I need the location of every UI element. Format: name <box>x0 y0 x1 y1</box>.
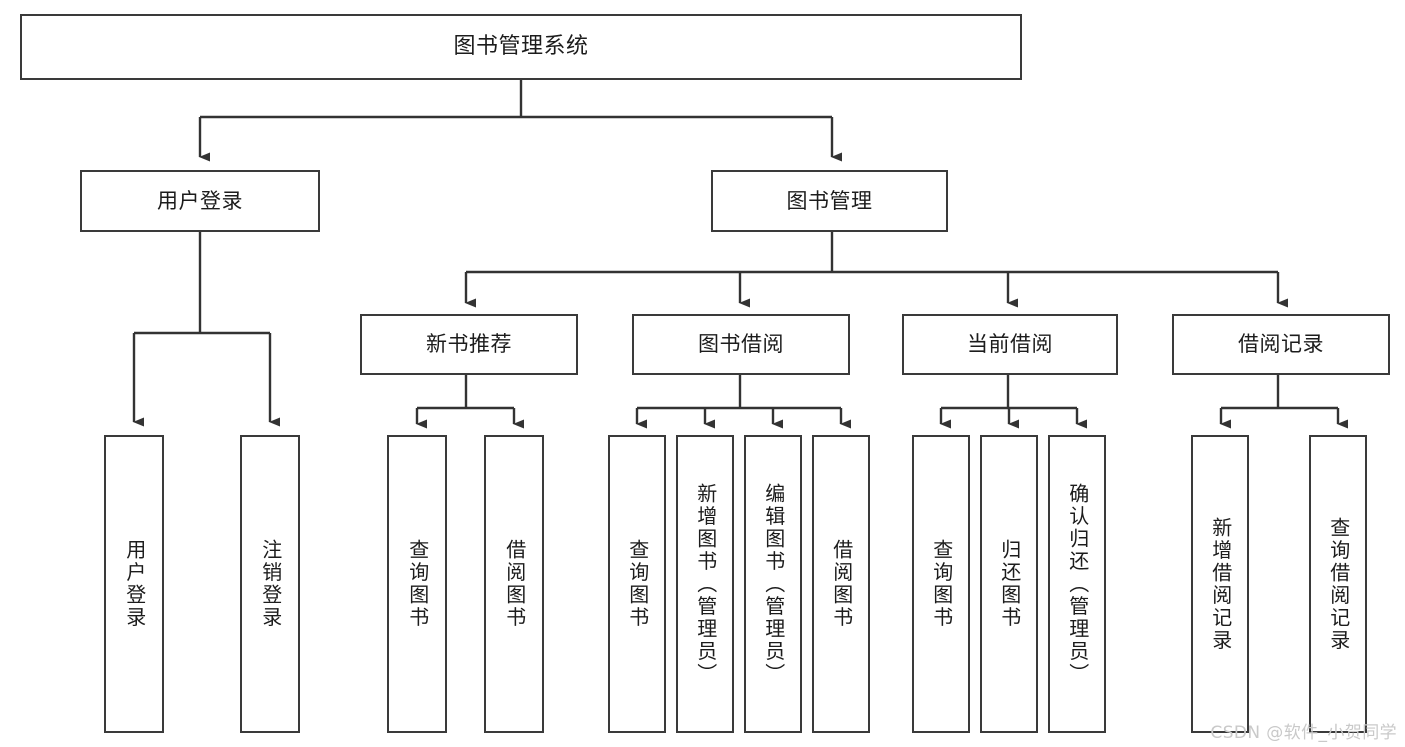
node-user-login-label: 用户登录 <box>157 188 243 213</box>
node-leaf-query-book-1[interactable]: 查询图书 <box>387 435 447 733</box>
node-leaf-add-record-label: 新增借阅记录 <box>1208 516 1233 652</box>
node-root-label: 图书管理系统 <box>453 34 589 60</box>
node-new-book-recommend[interactable]: 新书推荐 <box>360 314 578 375</box>
node-root[interactable]: 图书管理系统 <box>20 14 1022 80</box>
node-book-manage[interactable]: 图书管理 <box>711 170 948 232</box>
node-new-book-recommend-label: 新书推荐 <box>426 332 512 357</box>
node-leaf-borrow-book-1-label: 借阅图书 <box>502 539 527 629</box>
node-leaf-query-record[interactable]: 查询借阅记录 <box>1309 435 1367 733</box>
node-leaf-borrow-book-2-label: 借阅图书 <box>829 539 854 629</box>
node-leaf-user-logout[interactable]: 注销登录 <box>240 435 300 733</box>
node-leaf-borrow-book-1[interactable]: 借阅图书 <box>484 435 544 733</box>
node-book-borrow[interactable]: 图书借阅 <box>632 314 850 375</box>
node-leaf-query-book-1-label: 查询图书 <box>405 539 430 629</box>
node-current-borrow-label: 当前借阅 <box>967 332 1053 357</box>
node-leaf-return-book[interactable]: 归还图书 <box>980 435 1038 733</box>
node-leaf-borrow-book-2[interactable]: 借阅图书 <box>812 435 870 733</box>
node-borrow-record-label: 借阅记录 <box>1238 332 1324 357</box>
node-leaf-add-record[interactable]: 新增借阅记录 <box>1191 435 1249 733</box>
node-user-login[interactable]: 用户登录 <box>80 170 320 232</box>
node-leaf-user-logout-label: 注销登录 <box>258 539 283 629</box>
watermark-text: CSDN @软件_小贺同学 <box>1210 723 1397 743</box>
node-leaf-add-book-label: 新增图书（管理员） <box>693 482 718 686</box>
node-book-manage-label: 图书管理 <box>786 188 873 213</box>
node-leaf-add-book[interactable]: 新增图书（管理员） <box>676 435 734 733</box>
node-leaf-user-login-label: 用户登录 <box>122 539 147 629</box>
node-current-borrow[interactable]: 当前借阅 <box>902 314 1118 375</box>
node-leaf-confirm-return[interactable]: 确认归还（管理员） <box>1048 435 1106 733</box>
node-book-borrow-label: 图书借阅 <box>698 332 784 357</box>
node-leaf-query-record-label: 查询借阅记录 <box>1326 516 1351 652</box>
node-leaf-user-login[interactable]: 用户登录 <box>104 435 164 733</box>
node-leaf-edit-book-label: 编辑图书（管理员） <box>761 482 786 686</box>
node-leaf-query-book-2[interactable]: 查询图书 <box>608 435 666 733</box>
node-leaf-query-book-3[interactable]: 查询图书 <box>912 435 970 733</box>
node-leaf-return-book-label: 归还图书 <box>997 539 1022 629</box>
node-leaf-query-book-2-label: 查询图书 <box>625 539 650 629</box>
node-leaf-query-book-3-label: 查询图书 <box>929 539 954 629</box>
node-leaf-confirm-return-label: 确认归还（管理员） <box>1065 482 1090 686</box>
node-borrow-record[interactable]: 借阅记录 <box>1172 314 1390 375</box>
node-leaf-edit-book[interactable]: 编辑图书（管理员） <box>744 435 802 733</box>
